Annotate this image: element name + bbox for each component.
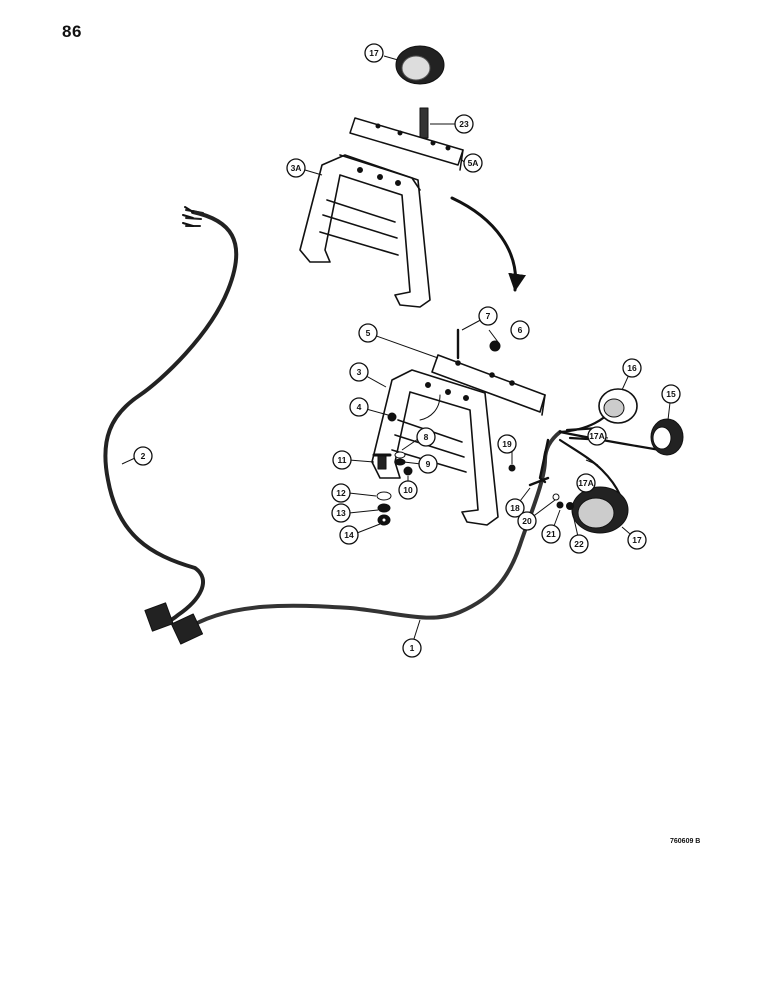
svg-text:18: 18 — [510, 503, 520, 513]
callout-5: 5 — [358, 323, 378, 343]
svg-text:12: 12 — [336, 488, 346, 498]
connector-1 — [170, 613, 204, 645]
callout-17-lower: 17 — [627, 530, 647, 550]
callout-15: 15 — [661, 384, 681, 404]
lamp-16 — [598, 388, 638, 424]
svg-text:15: 15 — [666, 389, 676, 399]
svg-text:9: 9 — [426, 459, 431, 469]
washer-12 — [376, 491, 392, 501]
svg-text:10: 10 — [403, 485, 413, 495]
svg-text:6: 6 — [518, 325, 523, 335]
svg-text:5A: 5A — [468, 158, 479, 168]
drawing-artwork — [103, 45, 684, 645]
svg-text:17A: 17A — [578, 478, 594, 488]
svg-text:16: 16 — [627, 363, 637, 373]
upper-work-lamp — [395, 45, 445, 85]
nut-10 — [403, 466, 413, 476]
svg-text:19: 19 — [502, 439, 512, 449]
callout-9: 9 — [418, 454, 438, 474]
upper-mounting-plate — [349, 117, 464, 171]
svg-text:17: 17 — [632, 535, 642, 545]
connector-2 — [144, 602, 174, 632]
upper-bracket — [299, 154, 431, 308]
callout-18: 18 — [505, 498, 525, 518]
callout-23: 23 — [454, 114, 474, 134]
lower-bracket — [371, 369, 499, 526]
svg-text:4: 4 — [357, 402, 362, 412]
svg-text:11: 11 — [338, 455, 347, 465]
svg-text:23: 23 — [459, 119, 469, 129]
callout-10: 10 — [398, 480, 418, 500]
callout-1: 1 — [402, 638, 422, 658]
washer-9 — [394, 458, 406, 466]
svg-text:8: 8 — [424, 432, 429, 442]
svg-text:3: 3 — [357, 367, 362, 377]
svg-text:21: 21 — [546, 529, 556, 539]
pin — [419, 107, 429, 139]
callout-20: 20 — [517, 511, 537, 531]
screw-19 — [508, 464, 516, 472]
callout-4: 4 — [349, 397, 369, 417]
nut-6 — [489, 340, 501, 352]
callout-17a-upper: 17A — [587, 426, 607, 446]
svg-text:20: 20 — [522, 516, 532, 526]
svg-text:13: 13 — [336, 508, 346, 518]
washer-8 — [394, 451, 406, 459]
callout-17a-lower: 17A — [576, 473, 596, 493]
svg-text:3A: 3A — [291, 163, 302, 173]
bolt-head-4 — [387, 412, 397, 422]
svg-text:22: 22 — [574, 539, 584, 549]
screw-18 — [528, 476, 550, 487]
callout-3a: 3A — [286, 158, 306, 178]
figure-reference-code: 760609 B — [670, 838, 701, 845]
lamp-branch-wires — [558, 408, 662, 497]
callout-21: 21 — [541, 524, 561, 544]
callout-13: 13 — [331, 503, 351, 523]
svg-text:17: 17 — [369, 48, 379, 58]
callout-14: 14 — [339, 525, 359, 545]
lower-work-lamp — [571, 486, 629, 534]
washer-13 — [377, 503, 391, 513]
bolt-11 — [377, 454, 387, 470]
nut-22 — [566, 502, 574, 510]
callout-12: 12 — [331, 483, 351, 503]
callout-5a: 5A — [463, 153, 483, 173]
svg-text:1: 1 — [410, 643, 415, 653]
lamp-15 — [650, 418, 684, 456]
washer-20 — [552, 493, 560, 501]
callout-11: 11 — [332, 450, 352, 470]
lower-mounting-plate — [431, 354, 546, 416]
svg-text:7: 7 — [486, 311, 491, 321]
callout-3: 3 — [349, 362, 369, 382]
lockwasher-21 — [556, 501, 564, 509]
callout-7: 7 — [478, 306, 498, 326]
svg-text:2: 2 — [141, 451, 146, 461]
callout-19: 19 — [497, 434, 517, 454]
callout-17-top: 17 — [364, 43, 384, 63]
callout-16: 16 — [622, 358, 642, 378]
assembly-arrow — [450, 196, 527, 292]
callout-2: 2 — [133, 446, 153, 466]
wiring-harness-2 — [103, 209, 239, 627]
callout-8: 8 — [416, 427, 436, 447]
svg-text:14: 14 — [344, 530, 354, 540]
svg-text:5: 5 — [366, 328, 371, 338]
svg-text:17A: 17A — [589, 431, 605, 441]
page-number: 86 — [62, 22, 82, 41]
callout-6: 6 — [510, 320, 530, 340]
callout-22: 22 — [569, 534, 589, 554]
